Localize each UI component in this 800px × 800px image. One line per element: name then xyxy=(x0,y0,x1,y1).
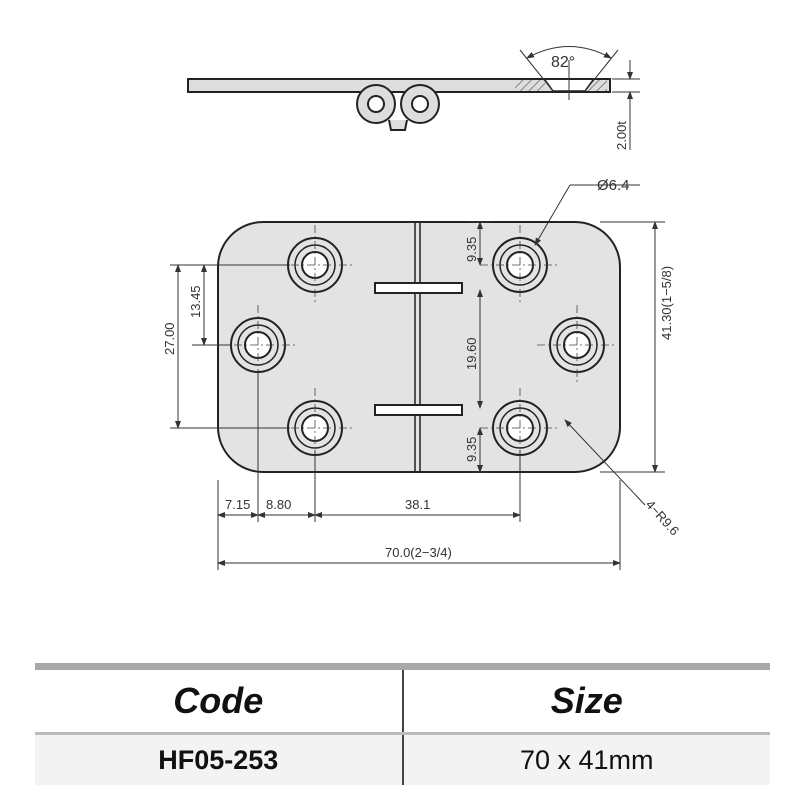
table-row: HF05-253 70 x 41mm xyxy=(35,735,770,785)
dim-left-short: 13.45 xyxy=(188,285,203,318)
angle-dimension xyxy=(519,46,619,100)
thickness-label: 2.00t xyxy=(614,121,629,150)
mounting-hole xyxy=(275,388,355,468)
table-top-bar xyxy=(35,663,770,670)
product-table: Code Size HF05-253 70 x 41mm xyxy=(35,663,770,785)
dim-bottom-1: 7.15 xyxy=(225,497,250,512)
slot-top xyxy=(374,282,463,294)
radius-label: 4−R9.6 xyxy=(643,497,682,538)
mounting-hole xyxy=(275,225,355,305)
hinge-technical-drawing: 82° 2.00t xyxy=(162,46,682,570)
side-view xyxy=(187,78,611,131)
dim-right-top: 9.35 xyxy=(464,237,479,262)
mounting-hole xyxy=(480,225,560,305)
slot-bottom xyxy=(374,404,463,416)
header-code: Code xyxy=(173,680,264,721)
hole-diameter-label: Ø6.4 xyxy=(597,177,630,194)
table-header-row: Code Size xyxy=(35,670,770,732)
dim-bottom-2: 8.80 xyxy=(266,497,291,512)
dim-height: 41.30(1−5/8) xyxy=(659,266,674,340)
dim-width: 70.0(2−3/4) xyxy=(385,545,452,560)
dim-right-bottom: 9.35 xyxy=(464,437,479,462)
dim-left-long: 27.00 xyxy=(162,322,177,355)
angle-label: 82° xyxy=(551,54,575,71)
dim-right-mid: 19.60 xyxy=(464,337,479,370)
header-size: Size xyxy=(550,680,623,721)
plate-side xyxy=(187,78,611,93)
cell-code: HF05-253 xyxy=(158,744,279,775)
column-divider xyxy=(401,735,404,785)
dimension-lines xyxy=(170,184,665,570)
thickness-dimension xyxy=(612,60,640,150)
column-divider xyxy=(401,670,404,732)
cell-size: 70 x 41mm xyxy=(519,744,654,775)
mounting-hole xyxy=(537,305,617,385)
mounting-holes xyxy=(218,225,617,468)
row-separator xyxy=(35,732,770,735)
dim-bottom-3: 38.1 xyxy=(405,497,430,512)
